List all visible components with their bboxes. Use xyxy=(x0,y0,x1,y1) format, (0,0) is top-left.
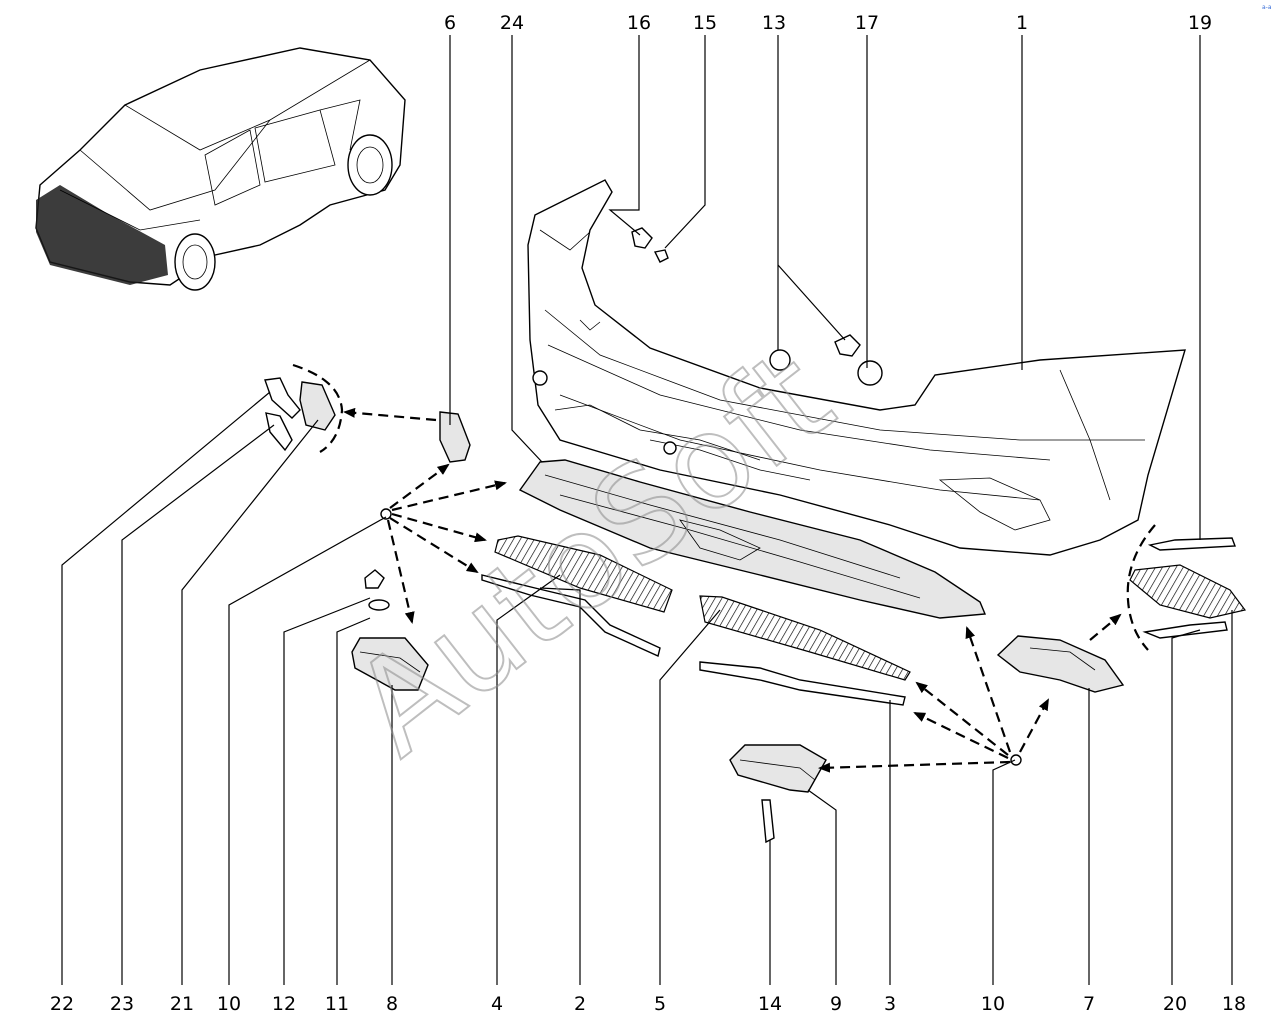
callout-5: 5 xyxy=(654,993,666,1015)
bumper-reinforcement xyxy=(518,459,987,619)
callout-3: 3 xyxy=(884,993,896,1015)
callout-2: 2 xyxy=(574,993,586,1015)
callout-24: 24 xyxy=(500,12,524,34)
callout-8: 8 xyxy=(386,993,398,1015)
callout-9: 9 xyxy=(830,993,842,1015)
left-side-brackets xyxy=(264,363,471,463)
callout-15: 15 xyxy=(693,12,717,34)
callout-6: 6 xyxy=(444,12,456,34)
callout-13: 13 xyxy=(762,12,786,34)
leader-lines xyxy=(61,35,1233,985)
car-overview-illustration xyxy=(35,47,406,291)
callout-16: 16 xyxy=(627,12,651,34)
callout-10-left: 10 xyxy=(217,993,241,1015)
lower-grille-right xyxy=(699,595,911,681)
callout-1: 1 xyxy=(1016,12,1028,34)
callout-18: 18 xyxy=(1222,993,1246,1015)
right-side-brackets xyxy=(996,524,1247,693)
callout-19: 19 xyxy=(1188,12,1212,34)
callout-4: 4 xyxy=(491,993,503,1015)
trim-strip-right xyxy=(699,661,906,706)
callout-14: 14 xyxy=(758,993,782,1015)
lower-grille-left xyxy=(494,535,673,613)
callout-12: 12 xyxy=(272,993,296,1015)
rear-bumper-cover xyxy=(527,179,1186,556)
corner-mark: a-a xyxy=(1262,4,1272,11)
fog-light-housings-and-fasteners xyxy=(351,508,1022,844)
callout-20: 20 xyxy=(1163,993,1187,1015)
callout-21: 21 xyxy=(170,993,194,1015)
trim-strip-left xyxy=(481,574,661,657)
callout-10-right: 10 xyxy=(981,993,1005,1015)
callout-11: 11 xyxy=(325,993,349,1015)
callout-7: 7 xyxy=(1083,993,1095,1015)
clip-parts xyxy=(631,227,883,386)
callout-22: 22 xyxy=(50,993,74,1015)
assembly-arrows xyxy=(343,407,1122,773)
callout-23: 23 xyxy=(110,993,134,1015)
callout-17: 17 xyxy=(855,12,879,34)
